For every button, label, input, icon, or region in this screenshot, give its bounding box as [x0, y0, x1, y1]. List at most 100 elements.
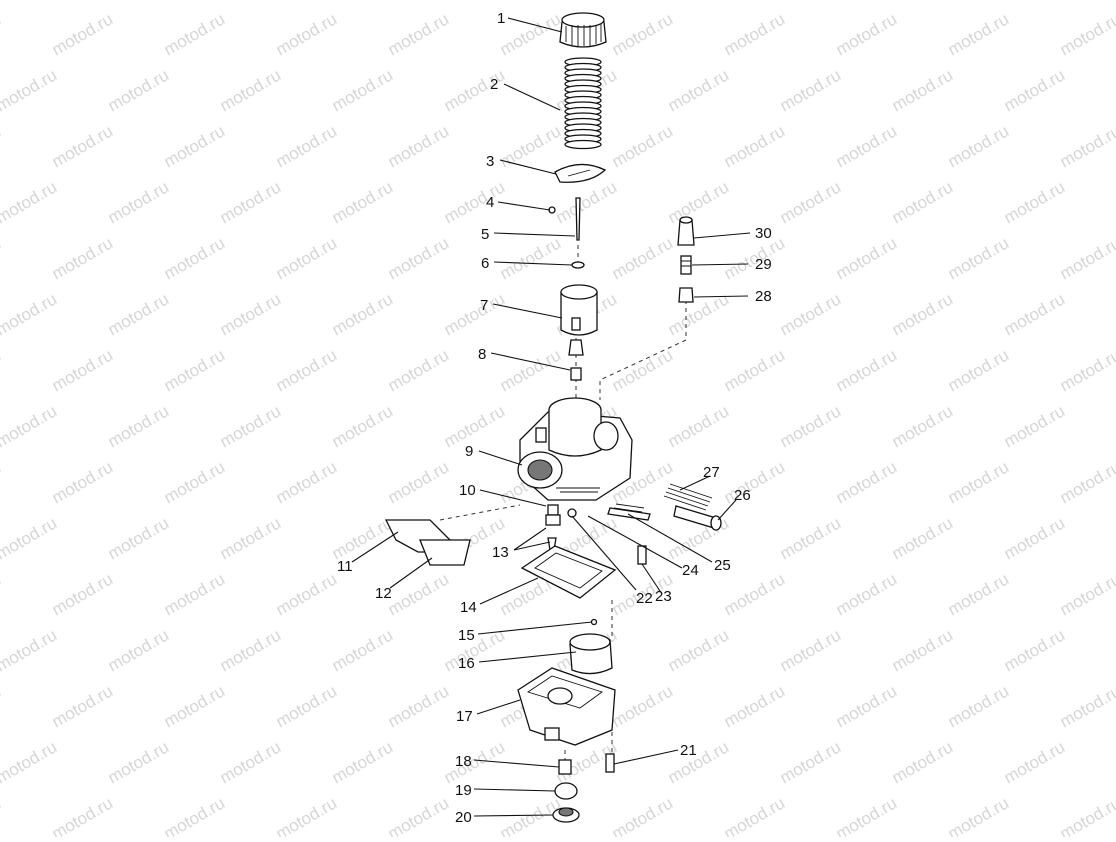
watermark-text: motod.ru [721, 569, 789, 619]
watermark-text: motod.ru [0, 289, 60, 339]
part-28-adjuster-cap [679, 288, 693, 302]
watermark-text: motod.ru [665, 625, 733, 675]
watermark-text: motod.ru [1113, 401, 1116, 451]
watermark-text: motod.ru [0, 233, 4, 283]
part-27-idle-spring [664, 484, 712, 510]
watermark-text: motod.ru [329, 401, 397, 451]
watermark-text: motod.ru [945, 345, 1013, 395]
watermark-text: motod.ru [217, 401, 285, 451]
watermark-text: motod.ru [385, 457, 453, 507]
watermark-text: motod.ru [777, 625, 845, 675]
watermark-text: motod.ru [49, 569, 117, 619]
watermark-text: motod.ru [105, 401, 173, 451]
watermark-text: motod.ru [833, 681, 901, 731]
watermark-text: motod.ru [721, 681, 789, 731]
callout-15: 15 [458, 627, 475, 644]
watermark-text: motod.ru [273, 9, 341, 59]
watermark-text: motod.ru [609, 345, 677, 395]
watermark-text: motod.ru [609, 233, 677, 283]
watermark-text: motod.ru [1057, 569, 1116, 619]
watermark-text: motod.ru [665, 401, 733, 451]
part-29-adjuster-screw [681, 256, 691, 274]
watermark-text: motod.ru [273, 457, 341, 507]
watermark-text: motod.ru [273, 233, 341, 283]
watermark-text: motod.ru [1057, 345, 1116, 395]
watermark-text: motod.ru [553, 0, 621, 3]
watermark-text: motod.ru [0, 569, 4, 619]
watermark-text: motod.ru [1057, 121, 1116, 171]
watermark-text: motod.ru [0, 625, 60, 675]
watermark-text: motod.ru [49, 681, 117, 731]
watermark-text: motod.ru [1057, 457, 1116, 507]
callout-6: 6 [481, 255, 489, 272]
watermark-text: motod.ru [105, 737, 173, 787]
watermark-text: motod.ru [945, 569, 1013, 619]
watermark-text: motod.ru [385, 681, 453, 731]
watermark-text: motod.ru [385, 345, 453, 395]
watermark-text: motod.ru [0, 345, 4, 395]
watermark-text: motod.ru [1001, 65, 1069, 115]
watermark-text: motod.ru [1113, 625, 1116, 675]
watermark-text: motod.ru [0, 65, 60, 115]
watermark-text: motod.ru [889, 625, 957, 675]
watermark-text: motod.ru [385, 121, 453, 171]
watermark-text: motod.ru [665, 177, 733, 227]
watermark-text: motod.ru [945, 681, 1013, 731]
part-23-screw [638, 546, 646, 564]
part-8-jet [569, 340, 583, 380]
watermark-text: motod.ru [1113, 513, 1116, 563]
watermark-text: motod.ru [889, 177, 957, 227]
watermark-text: motod.ru [385, 233, 453, 283]
watermark-text: motod.ru [161, 233, 229, 283]
watermark-text: motod.ru [1113, 0, 1116, 3]
callout-21: 21 [680, 742, 697, 759]
watermark-text: motod.ru [1001, 289, 1069, 339]
watermark-text: motod.ru [441, 401, 509, 451]
watermark-text: motod.ru [777, 177, 845, 227]
part-17-float-bowl [518, 668, 615, 745]
watermark-text: motod.ru [1057, 233, 1116, 283]
watermark-text: motod.ru [777, 513, 845, 563]
watermark-text: motod.ru [833, 793, 901, 837]
part-3-plate [555, 164, 605, 182]
watermark-text: motod.ru [497, 233, 565, 283]
watermark-text: motod.ru [0, 793, 4, 837]
watermark-text: motod.ru [833, 569, 901, 619]
watermark-text: motod.ru [833, 9, 901, 59]
callout-17: 17 [456, 708, 473, 725]
callout-5: 5 [481, 226, 489, 243]
watermark-text: motod.ru [609, 681, 677, 731]
watermark-text: motod.ru [105, 289, 173, 339]
watermark-text: motod.ru [385, 569, 453, 619]
watermark-text: motod.ru [777, 0, 845, 3]
watermark-text: motod.ru [833, 233, 901, 283]
watermark-text: motod.ru [665, 65, 733, 115]
watermark-text: motod.ru [0, 737, 60, 787]
watermark-text: motod.ru [105, 625, 173, 675]
part-20-plug [553, 808, 579, 822]
watermark-text: motod.ru [945, 457, 1013, 507]
watermark-text: motod.ru [217, 513, 285, 563]
part-26-idle-screw [674, 506, 721, 530]
part-5-needle [576, 198, 580, 240]
watermark-text: motod.ru [1113, 737, 1116, 787]
watermark-text: motod.ru [49, 345, 117, 395]
callout-19: 19 [455, 782, 472, 799]
watermark-text: motod.ru [329, 177, 397, 227]
callout-12: 12 [375, 585, 392, 602]
watermark-text: motod.ru [945, 9, 1013, 59]
watermark-text: motod.ru [217, 289, 285, 339]
watermark-text: motod.ru [721, 457, 789, 507]
watermark-text: motod.ru [0, 121, 4, 171]
watermark-text: motod.ru [0, 681, 4, 731]
watermark-text: motod.ru [161, 457, 229, 507]
watermark-text: motod.ru [497, 121, 565, 171]
callout-30: 30 [755, 225, 772, 242]
watermark-text: motod.ru [441, 289, 509, 339]
watermark-text: motod.ru [329, 625, 397, 675]
part-21-screw [606, 754, 614, 772]
watermark-text: motod.ru [1001, 177, 1069, 227]
watermark-text: motod.ru [49, 233, 117, 283]
watermark-text: motod.ru [889, 289, 957, 339]
